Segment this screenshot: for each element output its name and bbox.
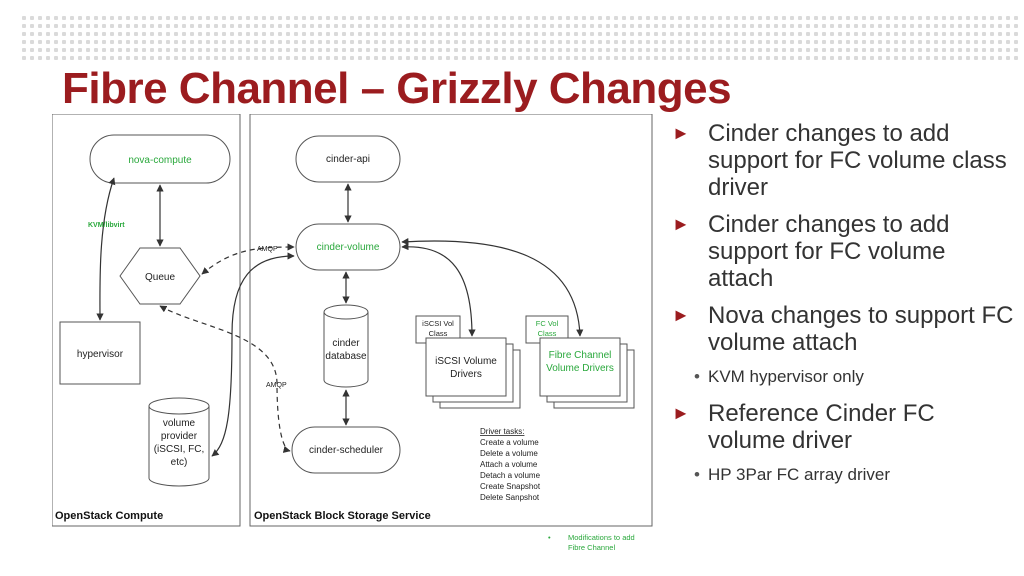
driver-task-item: Create Snapshot — [480, 482, 541, 491]
cinder-scheduler-label: cinder-scheduler — [309, 445, 384, 456]
fc-vol-class-line-2: Class — [538, 329, 557, 338]
driver-task-item: Create a volume — [480, 438, 539, 447]
cinder-volume-label: cinder-volume — [317, 242, 380, 253]
bullet-item: ►Cinder changes to add support for FC vo… — [672, 120, 1007, 201]
legend-line-1: Modifications to add — [568, 533, 635, 542]
amqp-top-label: AMQP — [257, 246, 278, 253]
volume-provider-line-2: provider — [161, 431, 198, 442]
driver-task-item: Detach a volume — [480, 471, 541, 480]
iscsi-vol-class-line-2: Class — [429, 329, 448, 338]
dot-bullet-icon: • — [694, 367, 700, 386]
hypervisor-label: hypervisor — [77, 349, 124, 360]
hypervisor-node — [59, 321, 141, 385]
cinder-database-line-1: cinder — [332, 338, 360, 349]
legend-line-2: Fibre Channel — [568, 543, 616, 552]
storage-group-label: OpenStack Block Storage Service — [254, 510, 431, 522]
iscsi-vol-class-line-1: iSCSI Vol — [422, 319, 454, 328]
fc-vol-class-line-1: FC Vol — [536, 319, 559, 328]
kvm-libvirt-label: KVM/libvirt — [88, 222, 125, 229]
nova-compute-label: nova-compute — [128, 155, 192, 166]
compute-group-label: OpenStack Compute — [55, 510, 163, 522]
decorative-dot-pattern — [20, 14, 1020, 60]
cinder-api-label: cinder-api — [326, 154, 370, 165]
volume-provider-line-1: volume — [163, 418, 196, 429]
legend: • Modifications to add Fibre Channel — [548, 533, 635, 553]
fc-drivers-line-1: Fibre Channel — [549, 350, 612, 361]
volume-provider-line-3: (iSCSI, FC, — [154, 444, 205, 455]
bullet-item: ►Nova changes to support FC volume attac… — [672, 302, 1014, 356]
amqp-bottom-label: AMQP — [266, 382, 287, 389]
driver-task-item: Delete a volume — [480, 449, 538, 458]
edge-nova-hypervisor — [96, 177, 116, 321]
bullet-item: ►Reference Cinder FC volume driver — [672, 400, 935, 454]
triangle-bullet-icon: ► — [672, 214, 690, 234]
edge-queue-cinder-scheduler — [159, 305, 291, 453]
iscsi-drivers-node — [425, 337, 507, 397]
queue-label: Queue — [145, 272, 175, 283]
iscsi-drivers-line-2: Drivers — [450, 369, 482, 380]
slide-title: Fibre Channel – Grizzly Changes — [62, 64, 732, 113]
driver-tasks-title: Driver tasks: — [480, 427, 524, 436]
triangle-bullet-icon: ► — [672, 123, 690, 143]
edge-queue-cinder-volume — [201, 243, 295, 275]
architecture-diagram: OpenStack Compute OpenStack Block Storag… — [52, 114, 653, 527]
edge-volume-fc — [401, 238, 584, 337]
sub-bullet-item: •HP 3Par FC array driver — [694, 465, 891, 484]
volume-provider-line-4: etc) — [171, 457, 188, 468]
bullet-item: ►Cinder changes to add support for FC vo… — [672, 211, 950, 292]
cinder-volume-node — [295, 223, 401, 271]
nova-compute-node — [89, 134, 231, 184]
driver-task-item: Attach a volume — [480, 460, 538, 469]
fc-drivers-line-2: Volume Drivers — [546, 363, 614, 374]
cinder-api-node — [295, 135, 401, 183]
bullet-list: ►Cinder changes to add support for FC vo… — [672, 120, 1017, 498]
iscsi-drivers-line-1: iSCSI Volume — [435, 356, 497, 367]
cinder-database-line-2: database — [325, 351, 367, 362]
triangle-bullet-icon: ► — [672, 403, 690, 423]
sub-bullet-item: •KVM hypervisor only — [694, 367, 864, 386]
fc-drivers-node — [539, 337, 621, 397]
edge-cinder-volume-volume-provider — [211, 252, 295, 457]
triangle-bullet-icon: ► — [672, 305, 690, 325]
driver-task-item: Delete Sanpshot — [480, 493, 540, 502]
legend-bullet-icon: • — [548, 533, 551, 542]
queue-node — [119, 247, 201, 305]
cinder-database-node — [323, 312, 369, 388]
dot-bullet-icon: • — [694, 465, 700, 484]
